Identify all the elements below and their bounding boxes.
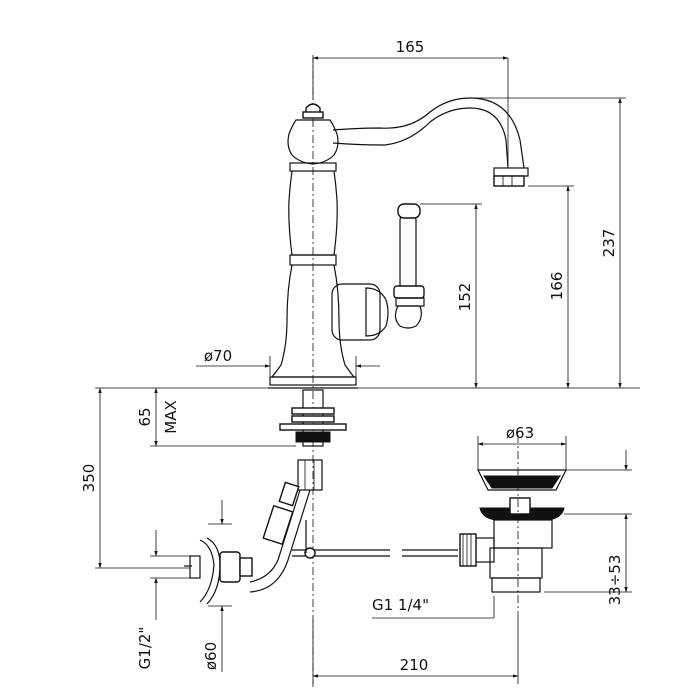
dim-supply-thread: G1/2" bbox=[136, 627, 154, 670]
dim-237: 237 bbox=[600, 229, 618, 258]
dim-rosette-diameter: ø60 bbox=[202, 642, 220, 670]
dim-waste-diameter: ø63 bbox=[506, 424, 534, 442]
dim-waste-thread: G1 1/4" bbox=[372, 596, 429, 614]
dim-deck-thickness: 65 bbox=[136, 407, 154, 426]
dim-base-diameter: ø70 bbox=[204, 347, 232, 365]
dim-waste-range: 33÷53 bbox=[606, 555, 624, 606]
dim-350: 350 bbox=[80, 464, 98, 493]
supply-valve bbox=[184, 537, 253, 605]
dim-deck-note: MAX bbox=[162, 400, 180, 433]
dimension-lines bbox=[95, 56, 640, 684]
pop-up-waste bbox=[459, 435, 567, 612]
lever-handle bbox=[331, 203, 425, 341]
dim-165: 165 bbox=[396, 38, 425, 56]
dim-210: 210 bbox=[400, 656, 429, 674]
spout bbox=[332, 97, 529, 187]
under-deck-assembly bbox=[249, 389, 458, 593]
faucet-body bbox=[268, 55, 358, 690]
dim-166: 166 bbox=[548, 272, 566, 301]
dim-152: 152 bbox=[456, 283, 474, 312]
